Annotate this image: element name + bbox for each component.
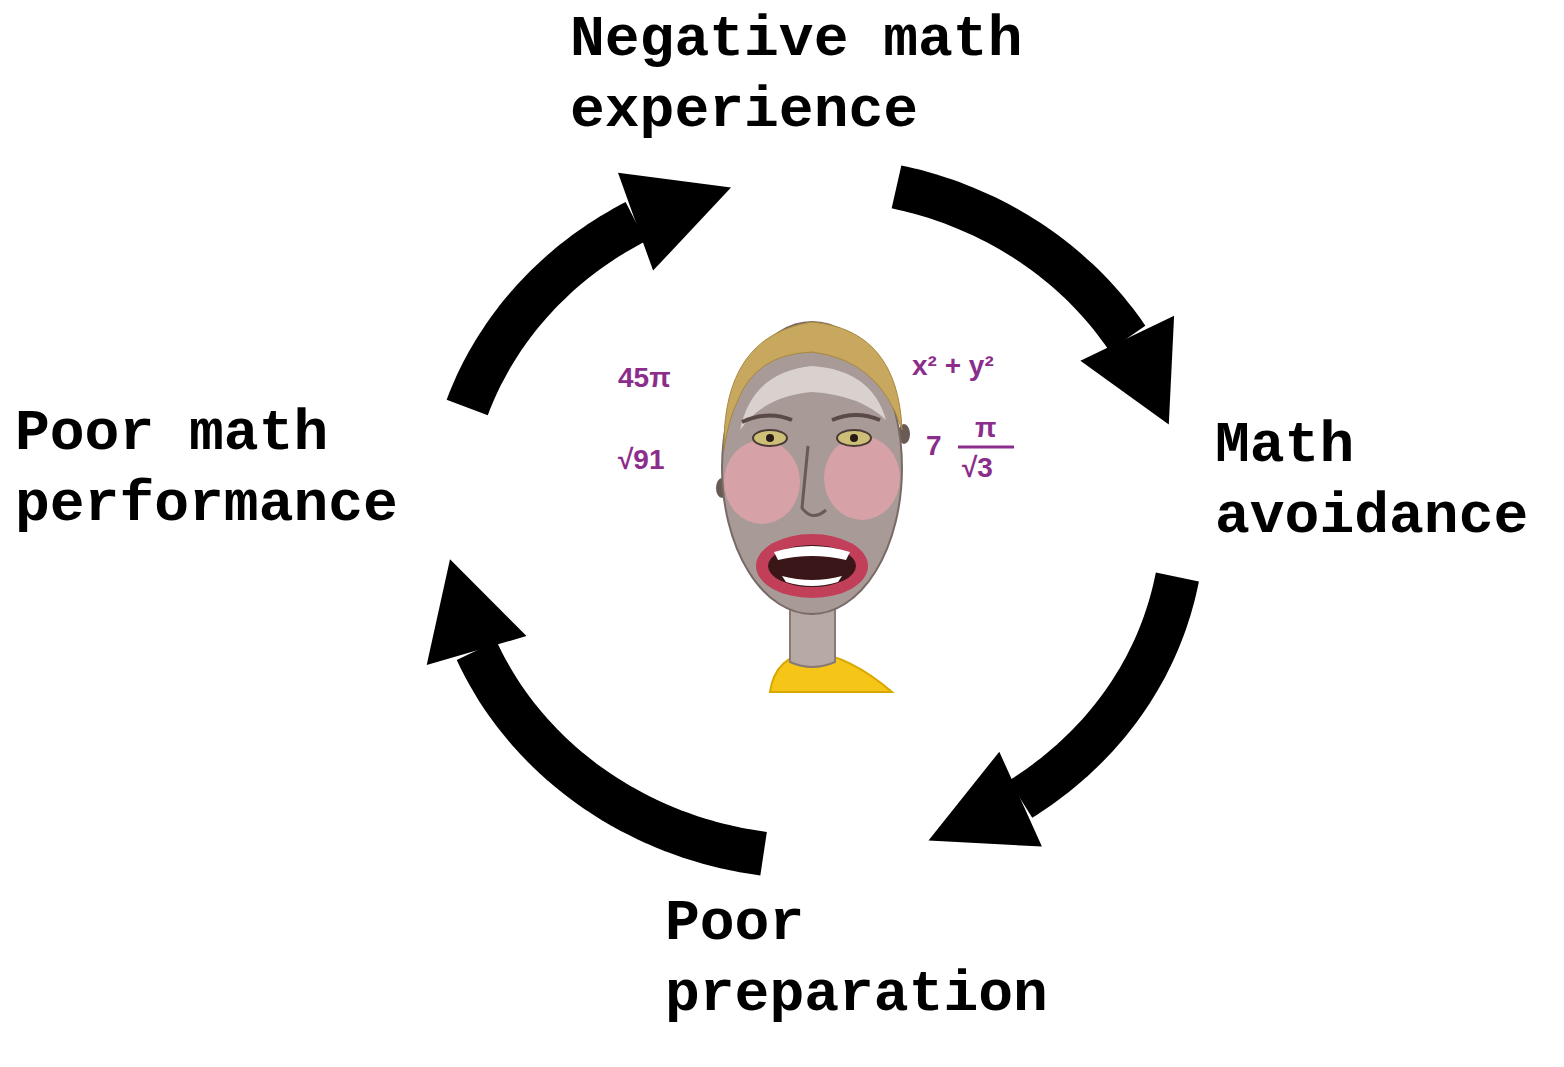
cycle-arrow (467, 173, 731, 408)
fraction-bar (958, 446, 1014, 449)
math-expression: 45π (618, 364, 671, 392)
stage-label: Poor math performance (15, 399, 415, 541)
arrow-body (897, 187, 1128, 338)
arrow-head (427, 559, 527, 665)
head (722, 322, 902, 614)
eyebrow (742, 415, 792, 422)
math-expression: π (975, 414, 996, 442)
teeth (782, 576, 842, 586)
math-expression: √91 (618, 446, 665, 474)
eye (753, 430, 787, 446)
arrow-body (467, 222, 635, 408)
arrow-head (618, 173, 731, 271)
mouth-inside (768, 545, 856, 587)
arrow-body (1021, 577, 1178, 799)
hair (724, 322, 902, 450)
lips (756, 534, 868, 598)
eye (837, 430, 871, 446)
pupil (850, 434, 858, 442)
math-expression: 7 (926, 432, 942, 460)
arrow-head (1080, 316, 1174, 425)
stage-label: Math avoidance (1215, 411, 1546, 553)
cheek (824, 436, 900, 520)
arrow-head (929, 752, 1042, 847)
math-expression: x² + y² (912, 352, 994, 380)
cycle-arrow (427, 559, 764, 853)
cycle-arrow (897, 187, 1175, 425)
cycle-stage: Poor preparation (665, 889, 1065, 1031)
teeth (774, 546, 850, 560)
forehead-highlight (740, 366, 886, 430)
cycle-stage: Math avoidance (1215, 411, 1546, 553)
cycle-stage: Poor math performance (15, 399, 415, 541)
nose (802, 446, 826, 516)
cycle-arrow (929, 577, 1178, 847)
arrow-body (477, 651, 764, 854)
pupil (766, 434, 774, 442)
stage-label: Poor preparation (665, 889, 1065, 1031)
eyebrow (832, 415, 880, 420)
stage-label: Negative math experience (570, 5, 1040, 147)
math-expression: √3 (962, 454, 993, 482)
cheek (724, 440, 800, 524)
cycle-stage: Negative math experience (570, 5, 1040, 147)
